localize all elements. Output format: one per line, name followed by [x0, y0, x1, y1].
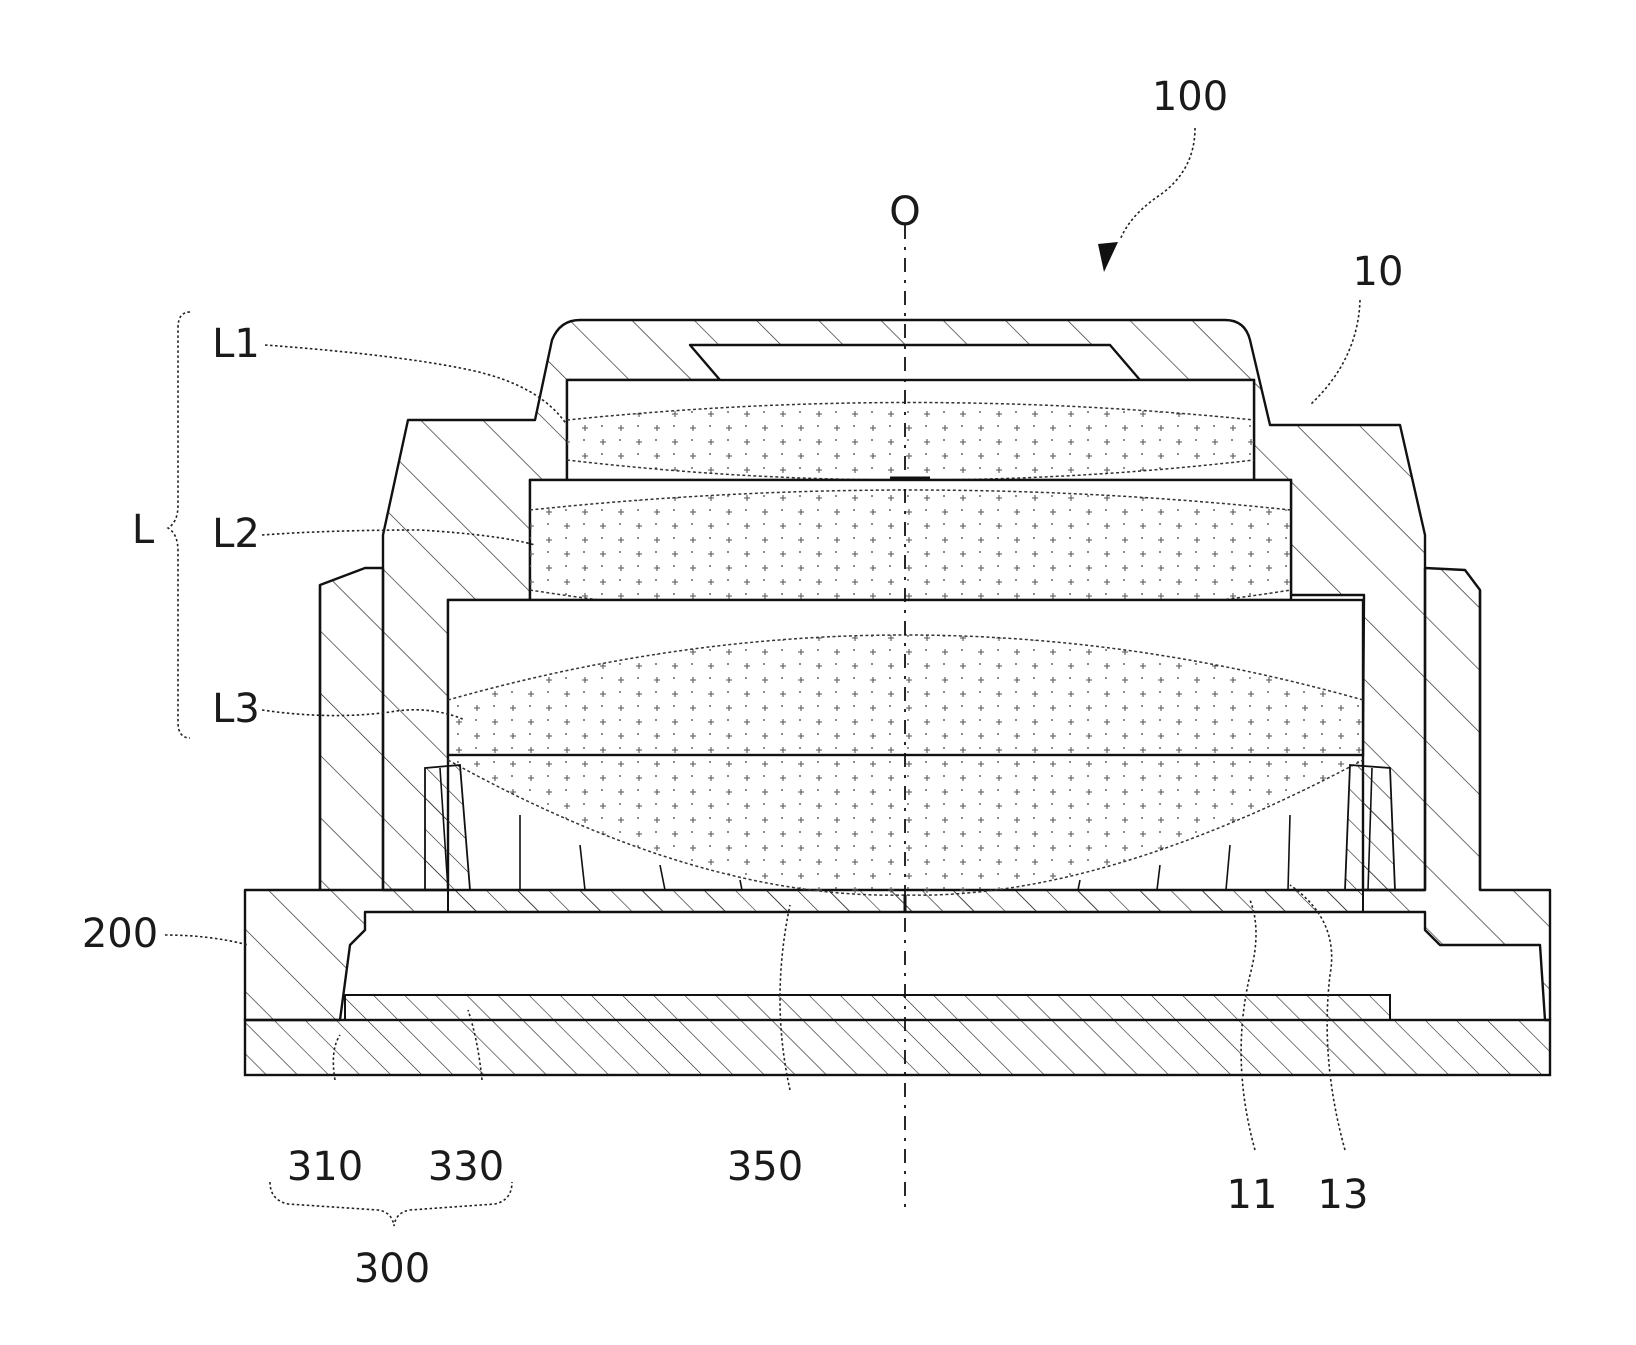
label-lens-l2: L2 [212, 511, 260, 557]
label-lens-l1: L1 [212, 321, 260, 367]
label-rib: 11 [1227, 1172, 1278, 1218]
label-lens-group: L [132, 507, 155, 553]
label-rib-edge: 13 [1318, 1172, 1369, 1218]
lens-l1 [567, 380, 1254, 480]
label-substrate: 310 [287, 1144, 363, 1190]
label-assembly: 100 [1152, 74, 1228, 120]
assembly-arrow [1098, 242, 1118, 272]
label-holder: 200 [82, 911, 158, 957]
label-optical-axis: O [889, 189, 920, 235]
lens-group-brace [168, 312, 190, 738]
label-filter: 350 [727, 1144, 803, 1190]
label-lens-l3: L3 [212, 686, 260, 732]
label-housing: 10 [1353, 249, 1404, 295]
substrate [245, 1020, 1550, 1075]
label-sensor: 330 [428, 1144, 504, 1190]
image-sensor [345, 995, 1390, 1020]
label-sensor-module: 300 [354, 1246, 430, 1292]
